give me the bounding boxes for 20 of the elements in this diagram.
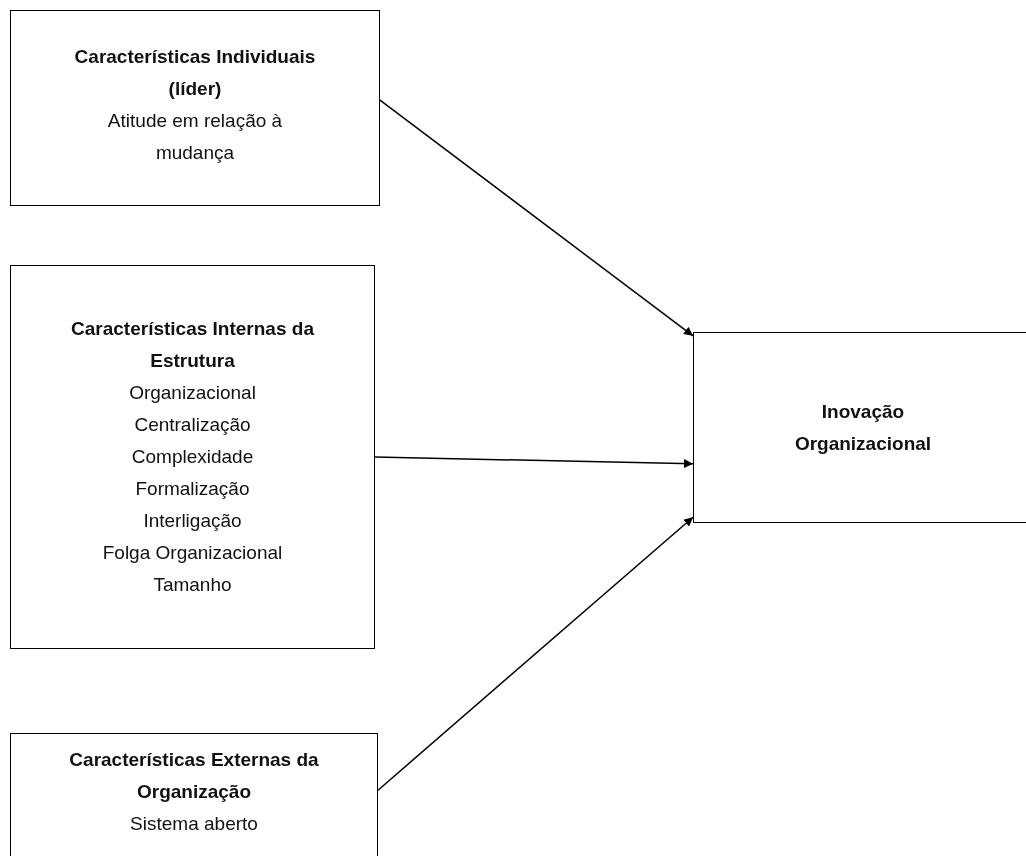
- box-heading: Características Externas da Organização: [68, 748, 320, 804]
- text-box: [10, 265, 375, 649]
- box-heading: Características Internas da Estrutura: [70, 317, 315, 373]
- box-heading: Inovação Organizacional: [793, 399, 933, 456]
- box-text: Complexidade: [131, 445, 254, 469]
- arrow: [377, 516, 694, 791]
- box-text: Folga Organizacional: [102, 541, 283, 565]
- box-text: Atitude em relação à mudança: [106, 109, 284, 165]
- text-box: [10, 10, 380, 206]
- box-text: Sistema aberto: [130, 812, 258, 836]
- arrow: [374, 456, 694, 469]
- arrow: [379, 99, 694, 337]
- box-text: Centralização: [134, 413, 251, 437]
- text-box: [10, 733, 378, 856]
- box-text: Interligação: [143, 509, 242, 533]
- text-box: [693, 332, 1026, 523]
- box-text: Formalização: [135, 477, 250, 501]
- box-heading: Características Individuais (líder): [73, 45, 317, 101]
- box-text: Organizacional: [129, 381, 256, 405]
- box-text: Tamanho: [153, 573, 232, 597]
